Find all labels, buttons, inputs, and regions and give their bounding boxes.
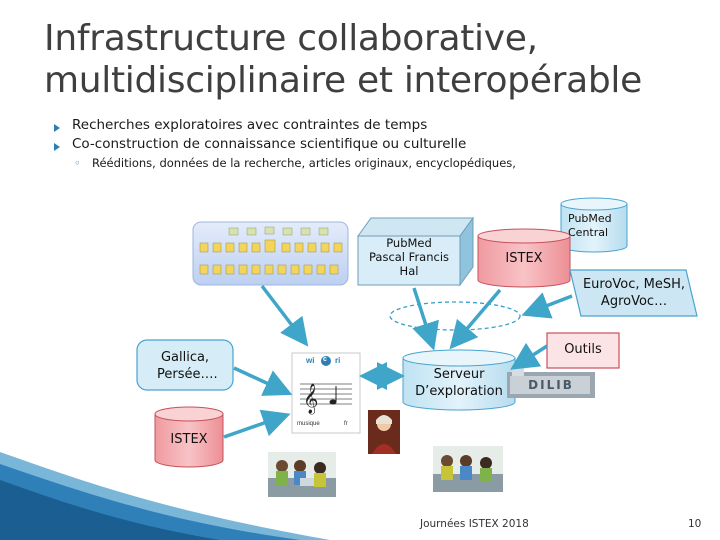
diagram-arrows	[223, 284, 573, 439]
istex-top-label: ISTEX	[505, 251, 543, 266]
merge-dashed-ellipse	[389, 301, 521, 331]
slide-title-line-2: multidisciplinaire et interopérable	[44, 60, 642, 101]
vocab-line-1: EuroVoc, MeSH,	[582, 277, 686, 292]
outils-box	[546, 332, 620, 369]
pubmed-line: PubMed	[386, 236, 432, 250]
wicri-logo-mid-text: c	[323, 356, 327, 363]
slide-title: Infrastructure collaborative, multidisci…	[44, 18, 704, 102]
footer-text: Journées ISTEX 2018	[420, 518, 529, 530]
outils-label: Outils	[564, 342, 602, 357]
slide-title-line-1: Infrastructure collaborative,	[44, 18, 538, 59]
page-number: 10	[688, 518, 702, 530]
vocab-line-2: AgroVoc…	[600, 294, 668, 309]
bullet-arrow-icon	[54, 143, 60, 151]
wicri-logo-caption-right: fr	[344, 421, 348, 427]
pubmed-box-shape	[357, 216, 474, 287]
hal-line: Hal	[399, 264, 419, 278]
wicri-logo-right-text: ri	[335, 356, 341, 365]
arrow-outils-to-serveur	[510, 342, 548, 370]
arrow-istex-to-wicri	[223, 409, 291, 439]
serveur-cylinder	[402, 349, 516, 411]
istex-bottom-cylinder	[154, 406, 224, 468]
wicri-logo-left-text: wi	[306, 356, 315, 365]
gallica-box	[136, 339, 234, 391]
pubmed-central-line-2: Central	[568, 226, 609, 239]
wicri-logo-caption-left: musique	[297, 421, 320, 427]
bullet-2: Co-construction de connaissance scientif…	[72, 136, 467, 152]
treble-clef-icon: 𝄞	[303, 383, 318, 415]
gallica-line-2: Persée….	[157, 367, 218, 382]
serveur-label: Serveur D’exploration	[403, 366, 515, 400]
wicri-logo	[291, 352, 361, 434]
sub-bullet-circle-icon: ◦	[74, 156, 81, 170]
serveur-line-1: Serveur	[433, 367, 485, 382]
istex-top-cylinder	[477, 228, 571, 288]
dilib-logo-text: DILIB	[528, 378, 574, 392]
gallica-label: Gallica, Persée….	[137, 349, 233, 383]
pascal-francis-line: Pascal Francis	[368, 250, 450, 264]
arrow-gallica-to-wicri	[233, 366, 293, 396]
arrow-table-to-wicri	[260, 284, 309, 347]
tag-table-panel	[192, 221, 349, 286]
bullet-1: Recherches exploratoires avec contrainte…	[72, 117, 428, 133]
gallica-line-1: Gallica,	[160, 350, 210, 365]
arrow-istex-to-serveur	[449, 288, 502, 350]
arrow-pubmed-to-serveur	[412, 287, 439, 351]
students-photo-right	[433, 446, 503, 492]
pubmed-central-label: PubMed Central	[562, 212, 632, 240]
sub-bullet: Rééditions, données de la recherche, art…	[92, 156, 516, 170]
pubmed-central-cylinder	[560, 197, 628, 253]
students-photo-left	[268, 452, 336, 497]
vocab-label: EuroVoc, MeSH, AgroVoc…	[576, 276, 692, 310]
portrait-image	[368, 410, 400, 454]
istex-bottom-label: ISTEX	[170, 432, 208, 447]
serveur-line-2: D’exploration	[415, 384, 503, 399]
dilib-logo	[507, 368, 595, 398]
vocab-parallelogram	[569, 269, 698, 317]
corner-swoosh-decoration	[0, 452, 330, 540]
pubmed-central-line-1: PubMed	[568, 212, 612, 225]
arrow-vocab-to-ellipse	[521, 292, 573, 319]
pubmed-box-label: PubMed Pascal Francis Hal	[358, 236, 460, 278]
bullet-arrow-icon	[54, 124, 60, 132]
